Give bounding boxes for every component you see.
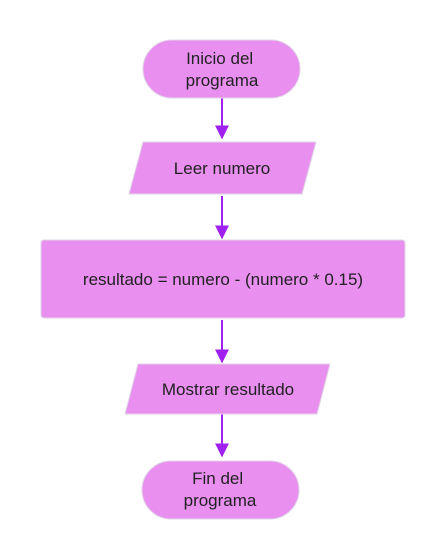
node-start-shape	[142, 39, 301, 99]
node-output-line-1: Mostrar resultado	[162, 380, 294, 399]
node-output[interactable]: Mostrar resultado	[124, 363, 331, 415]
node-process[interactable]: resultado = numero - (numero * 0.15)	[40, 239, 406, 319]
node-input-line-1: Leer numero	[174, 159, 270, 178]
node-input-label: Leer numero	[174, 159, 270, 178]
node-end[interactable]: Fin del programa	[141, 460, 300, 520]
node-end-line-1: Fin del	[192, 469, 243, 488]
node-end-line-2: programa	[184, 491, 257, 510]
node-process-label: resultado = numero - (numero * 0.15)	[83, 270, 363, 289]
node-output-shape	[124, 363, 331, 415]
node-process-line-1: resultado = numero - (numero * 0.15)	[83, 270, 363, 289]
node-output-label: Mostrar resultado	[162, 380, 294, 399]
node-start-line-1: Inicio del	[186, 49, 253, 68]
node-input[interactable]: Leer numero	[128, 141, 317, 195]
node-process-shape	[40, 239, 406, 319]
node-end-shape	[141, 460, 300, 520]
node-input-shape	[128, 141, 317, 195]
node-start-label: Inicio del programa	[186, 49, 259, 90]
node-start[interactable]: Inicio del programa	[142, 39, 301, 99]
node-start-line-2: programa	[186, 71, 259, 90]
node-end-label: Fin del programa	[184, 469, 257, 510]
